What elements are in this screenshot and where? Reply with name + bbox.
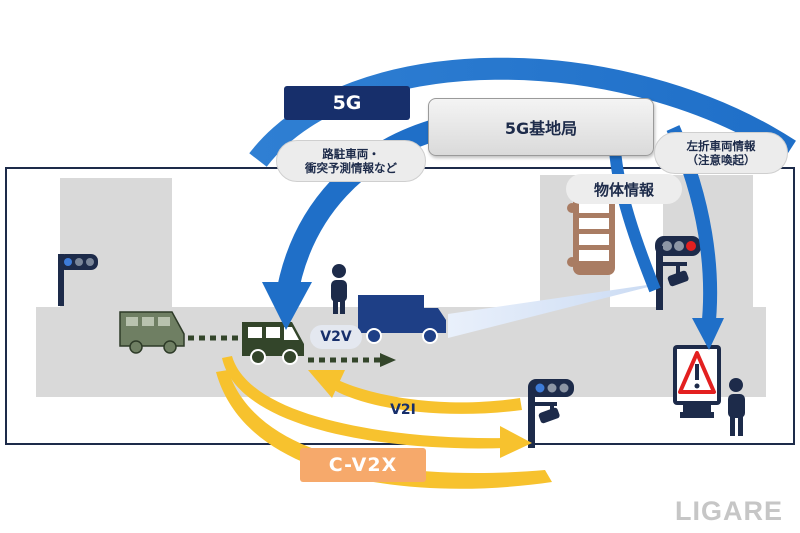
bus-icon (567, 195, 615, 275)
v2i-label: V2I (390, 402, 416, 418)
base-station-box: 5G基地局 (428, 98, 654, 156)
left-turn-info-label: 左折車両情報 （注意喚起） (654, 132, 788, 174)
cv2x-tag: C-V2X (300, 448, 426, 482)
five-g-tag: 5G (284, 86, 410, 120)
roadside-info-label: 路駐車両・ 衝突予測情報など (276, 140, 426, 182)
traffic-light-icon (528, 379, 574, 448)
v2v-label: V2V (310, 325, 362, 349)
watermark: LIGARE (674, 495, 783, 526)
van-icon (119, 311, 185, 354)
traffic-light-icon (58, 254, 98, 306)
object-info-label: 物体情報 (566, 174, 682, 204)
camera-detection-beam (448, 282, 668, 338)
warning-sign-icon (673, 345, 721, 418)
traffic-light-icon (655, 236, 701, 310)
van-icon (242, 322, 304, 365)
pedestrian-icon (728, 378, 745, 436)
roadside-camera-icon (538, 405, 560, 424)
pedestrian-icon (331, 264, 347, 314)
arrow-head (380, 353, 396, 367)
truck-icon (358, 295, 446, 344)
roadside-camera-icon (667, 266, 689, 287)
